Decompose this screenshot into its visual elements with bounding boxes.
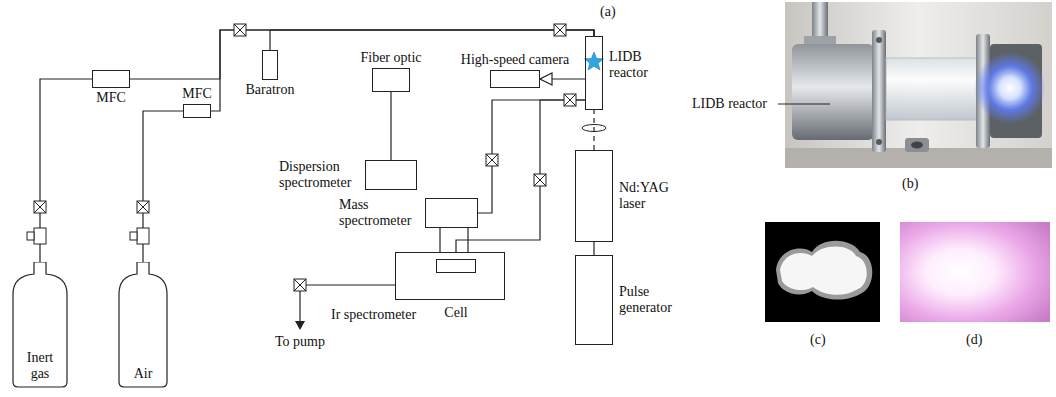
instrument-box: Dispersion spectrometer bbox=[365, 160, 417, 190]
valve-body bbox=[137, 201, 149, 213]
camera-box: High-speed camera bbox=[490, 70, 540, 88]
regulator-body bbox=[137, 228, 149, 244]
component-label: Pulse generator bbox=[619, 284, 685, 316]
gas-cylinder: Air bbox=[118, 262, 168, 388]
pipe-connector bbox=[270, 30, 594, 50]
callout-label: LIDB reactor bbox=[690, 96, 769, 112]
component-label: Cell bbox=[444, 305, 467, 321]
photo-glass-tube bbox=[886, 58, 978, 120]
photo-bolt bbox=[876, 139, 882, 145]
panel-label: (c) bbox=[810, 332, 826, 348]
pipe-connector bbox=[593, 242, 594, 255]
generator-box: Pulse generator bbox=[575, 255, 613, 345]
valve-cross bbox=[486, 154, 498, 166]
laser-box: Nd:YAG laser bbox=[575, 150, 613, 242]
pipe-connector bbox=[40, 79, 92, 262]
cylinder-body bbox=[119, 262, 167, 387]
pipe bbox=[299, 291, 300, 322]
photo-nut-hole bbox=[911, 142, 923, 149]
valve-symbol bbox=[564, 94, 576, 106]
plasma-halo bbox=[776, 241, 872, 300]
valve-cross bbox=[234, 24, 246, 36]
valve-cross bbox=[534, 174, 546, 186]
controller-box: MFC bbox=[183, 104, 211, 118]
valve-body bbox=[294, 279, 306, 291]
valve-cross bbox=[137, 201, 149, 213]
component-label: Ir spectrometer bbox=[331, 307, 416, 323]
cell-box: Cell bbox=[436, 259, 476, 273]
valve-body bbox=[534, 174, 546, 186]
component-label: MFC bbox=[182, 86, 212, 102]
plasma-core bbox=[780, 247, 867, 295]
photo-plasma-black bbox=[765, 222, 880, 322]
component-label: MFC bbox=[96, 90, 126, 106]
instrument-box: Ir spectrometerCell bbox=[395, 252, 505, 300]
cylinder-body bbox=[13, 262, 67, 387]
valve-cross bbox=[564, 94, 576, 106]
focusing-lens bbox=[582, 125, 606, 132]
valve-symbol bbox=[534, 174, 546, 186]
controller-box: MFC bbox=[92, 70, 130, 88]
component-label: Dispersion spectrometer bbox=[279, 159, 359, 191]
photo-plasma-color bbox=[900, 222, 1050, 322]
valve-symbol bbox=[34, 201, 46, 213]
component-label: Nd:YAG laser bbox=[619, 180, 681, 212]
component-label: Air bbox=[122, 366, 164, 382]
valve-symbol bbox=[486, 154, 498, 166]
valve-cross bbox=[294, 279, 306, 291]
arrow-head bbox=[295, 321, 305, 330]
component-label: Inert gas bbox=[16, 350, 64, 382]
regulator-body bbox=[34, 228, 46, 244]
panel-label: (a) bbox=[600, 4, 616, 20]
valve-symbol bbox=[294, 279, 306, 291]
pipe-connector bbox=[211, 30, 594, 111]
pipe-connector bbox=[456, 100, 585, 259]
component-label: Fiber optic bbox=[360, 50, 421, 66]
valve-symbol bbox=[137, 201, 149, 213]
pipe bbox=[439, 228, 440, 252]
pipe-connector bbox=[478, 100, 585, 213]
component-label: Mass spectrometer bbox=[339, 197, 419, 229]
valve-body bbox=[34, 201, 46, 213]
pipe-connector bbox=[390, 92, 391, 160]
pipe-connector bbox=[593, 110, 594, 150]
reactor-box: LIDB reactor bbox=[585, 36, 603, 110]
valve-body bbox=[554, 24, 566, 36]
optic-box: Fiber optic bbox=[372, 68, 410, 92]
regulator-symbol bbox=[130, 228, 149, 244]
regulator-symbol bbox=[27, 228, 46, 244]
valve-symbol bbox=[554, 24, 566, 36]
pipe bbox=[306, 284, 395, 285]
component-label: LIDB reactor bbox=[609, 49, 671, 81]
instrument-box: Mass spectrometer bbox=[425, 198, 478, 228]
regulator-knob bbox=[130, 232, 137, 240]
valve-body bbox=[234, 24, 246, 36]
leader-line bbox=[778, 103, 830, 104]
regulator-knob bbox=[27, 232, 34, 240]
valve-symbol bbox=[234, 24, 246, 36]
component-label: High-speed camera bbox=[461, 52, 569, 68]
photo-bolt bbox=[876, 37, 882, 43]
valve-cross bbox=[34, 201, 46, 213]
valve-body bbox=[564, 94, 576, 106]
photo-nut bbox=[905, 138, 929, 152]
photo-pipe-flange bbox=[804, 36, 836, 44]
panel-label: (b) bbox=[902, 176, 918, 192]
photo-reactor-body bbox=[792, 44, 874, 140]
plasma-star bbox=[585, 52, 604, 70]
component-label: Baratron bbox=[246, 82, 295, 98]
outlet-label: To pump bbox=[275, 334, 325, 350]
valve-body bbox=[486, 154, 498, 166]
photo-plasma-glow bbox=[974, 52, 1046, 124]
photo-background bbox=[785, 2, 1052, 168]
panel-label: (d) bbox=[966, 332, 982, 348]
gas-cylinder: Inert gas bbox=[12, 262, 68, 388]
valve-cross bbox=[554, 24, 566, 36]
pipe-connector bbox=[540, 78, 585, 79]
photo-flange bbox=[872, 30, 886, 152]
gauge-box: Baratron bbox=[262, 50, 278, 80]
